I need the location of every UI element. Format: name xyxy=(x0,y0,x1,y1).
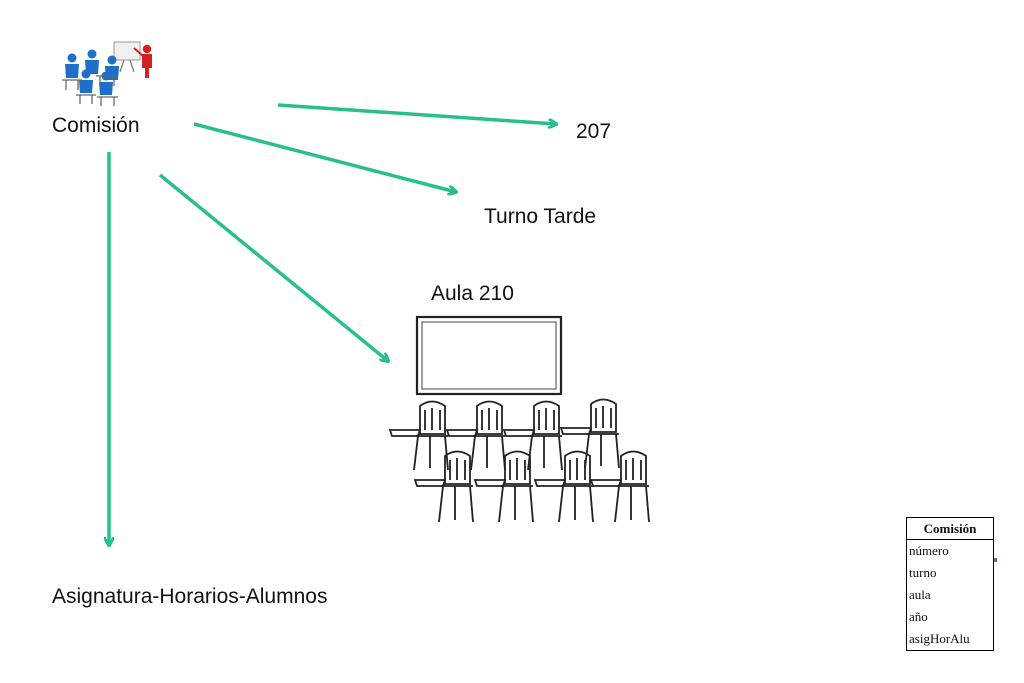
tiny-mark xyxy=(994,558,997,562)
arrow-to-turno xyxy=(193,122,456,192)
classroom-desks-icon xyxy=(388,315,650,523)
teacher-students-icon xyxy=(50,38,162,108)
arrow-to-207 xyxy=(277,103,556,124)
numero-label: 207 xyxy=(576,120,612,143)
comision-label: Comisión xyxy=(52,114,140,137)
class-attribute: asigHorAlu xyxy=(909,631,970,646)
turno-label: Turno Tarde xyxy=(484,205,597,228)
asignatura-label: Asignatura-Horarios-Alumnos xyxy=(52,585,328,608)
arrow-to-aula xyxy=(158,173,388,361)
class-attribute: turno xyxy=(909,565,937,580)
class-attributes: número turno aula año asigHorAlu xyxy=(907,540,993,650)
class-diagram-box: Comisión número turno aula año asigHorAl… xyxy=(906,517,994,651)
class-attribute: aula xyxy=(909,587,931,602)
class-title: Comisión xyxy=(907,518,993,540)
aula-label: Aula 210 xyxy=(431,282,514,305)
class-attribute: número xyxy=(909,543,949,558)
class-attribute: año xyxy=(909,609,928,624)
